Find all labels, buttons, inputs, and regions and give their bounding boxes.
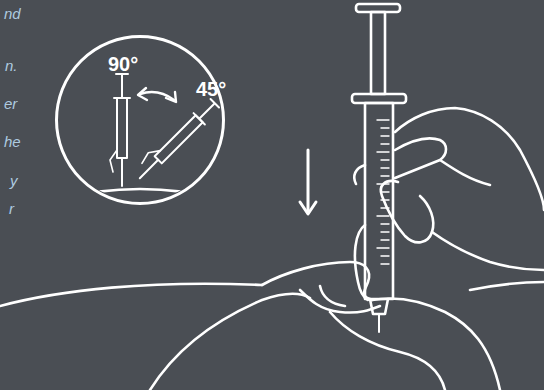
holding-hand <box>440 160 490 185</box>
cropped-text: er <box>4 95 17 113</box>
angle-label: 90° <box>108 53 138 75</box>
angle-label: 45° <box>196 78 226 100</box>
cropped-text: r <box>9 200 14 218</box>
inset-circle: 90° 45° <box>55 35 225 205</box>
inset-skin <box>55 189 225 200</box>
holding-hand <box>381 181 433 242</box>
angle-arrow <box>138 88 147 100</box>
cropped-text: y <box>10 172 18 190</box>
pinching-hand <box>150 294 310 390</box>
direction-arrow <box>307 150 310 212</box>
holding-hand <box>395 108 544 210</box>
cropped-text: nd <box>4 5 21 23</box>
angle-arrow <box>166 92 176 102</box>
syringe-needle <box>378 314 380 332</box>
skin-outline <box>0 284 262 306</box>
holding-hand <box>355 225 368 300</box>
syringe-barrel <box>365 103 393 299</box>
plunger-rod <box>371 12 385 94</box>
direction-arrow <box>300 202 316 214</box>
holding-hand <box>395 138 446 178</box>
syringe-tip <box>370 299 388 314</box>
barrel-graduations <box>377 120 389 264</box>
cropped-text: he <box>4 133 21 151</box>
holding-hand <box>432 232 544 270</box>
holding-hand <box>354 165 365 184</box>
pinching-hand <box>372 299 500 390</box>
barrel-flange <box>352 94 406 103</box>
inset-syringe-45 <box>131 95 220 184</box>
skin-outline <box>470 282 544 290</box>
pinching-hand <box>320 286 345 306</box>
cropped-text: n. <box>5 57 18 75</box>
inset-syringe-90 <box>110 74 130 186</box>
pinching-hand <box>330 312 445 390</box>
